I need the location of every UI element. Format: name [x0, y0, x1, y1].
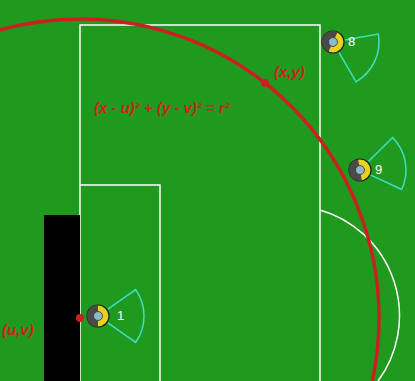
player [322, 31, 379, 82]
view-cone [368, 137, 406, 189]
player-half [322, 31, 338, 52]
players [87, 31, 406, 342]
player-number: 1 [117, 309, 124, 323]
player-number: 8 [348, 35, 355, 49]
player-number: 9 [375, 163, 382, 177]
player-head [329, 38, 338, 47]
player-body [87, 305, 109, 327]
field-lines [80, 25, 399, 381]
circle-equation: (x - u)² + (y - v)² = r² [92, 100, 232, 117]
view-cone [108, 290, 144, 343]
player-head [356, 166, 365, 175]
circle-point [261, 79, 269, 87]
player-body [349, 159, 371, 181]
goal [44, 215, 80, 381]
player-head [94, 312, 103, 321]
player [87, 290, 144, 343]
view-cone [339, 34, 379, 82]
red-circle [0, 19, 379, 381]
player-body [322, 31, 344, 53]
center-point [76, 314, 84, 322]
point-label: (x,y) [272, 64, 307, 81]
player [349, 137, 406, 189]
center-label: (u,v) [2, 322, 34, 339]
